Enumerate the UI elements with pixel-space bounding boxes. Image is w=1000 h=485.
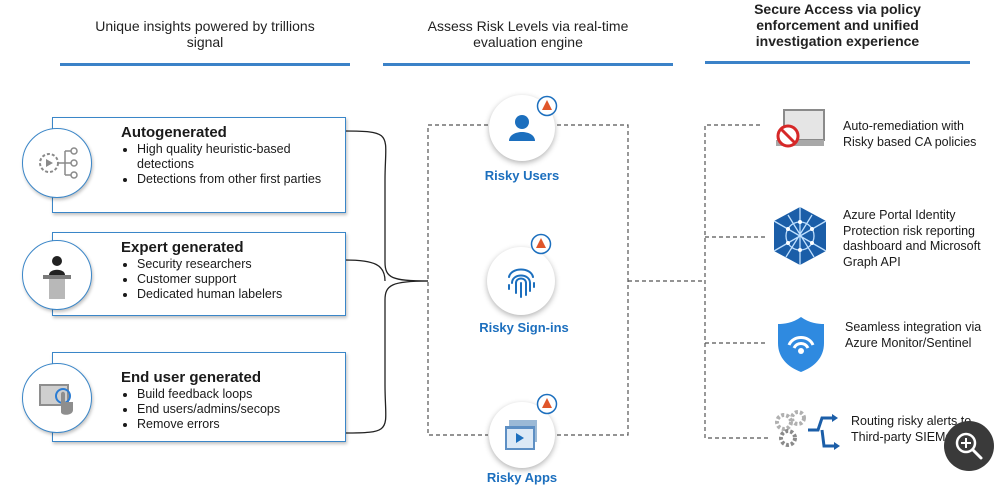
app-window-icon <box>505 420 537 450</box>
title-line: signal <box>186 34 224 50</box>
gears-routing-icon <box>772 408 844 456</box>
column-title-assess: Assess Risk Levels via real-time evaluat… <box>383 18 673 50</box>
bullet-item: Build feedback loops <box>137 387 345 402</box>
outcome-routing-alerts: Routing risky alerts to Third-party SIEM… <box>851 414 971 445</box>
zoom-button[interactable] <box>944 421 994 471</box>
title-line: Secure Access via policy <box>754 1 921 17</box>
bullet-item: End users/admins/secops <box>137 402 345 417</box>
column-rule <box>705 61 970 64</box>
card-title: Autogenerated <box>121 124 227 141</box>
zoom-in-icon <box>955 432 983 460</box>
bullet-item: Remove errors <box>137 417 345 432</box>
outcome-line: Azure Monitor/Sentinel <box>845 335 972 350</box>
warning-icon <box>530 233 552 255</box>
column-rule <box>60 63 350 66</box>
outcome-line: Risky based CA policies <box>843 134 977 149</box>
outcome-line: Auto-remediation with <box>843 119 964 133</box>
card-title: End user generated <box>121 369 262 386</box>
risky-users-label: Risky Users <box>484 168 560 183</box>
shield-signal-icon <box>776 315 826 373</box>
outcome-line: dashboard and Microsoft <box>843 239 981 253</box>
outcome-line: Seamless integration via <box>845 320 982 334</box>
risky-apps-node <box>489 402 555 468</box>
outcome-line: Azure Portal Identity <box>843 208 956 222</box>
bullet-item: Detections from other first parties <box>137 172 345 187</box>
risky-signins-node <box>487 247 555 315</box>
title-line: enforcement and unified <box>756 17 919 33</box>
risky-signins-label: Risky Sign-ins <box>479 320 569 335</box>
warning-icon <box>536 95 558 117</box>
title-line: Unique insights powered by trillions <box>95 18 315 34</box>
bullet-list: Build feedback loops End users/admins/se… <box>123 387 345 432</box>
risky-apps-label: Risky Apps <box>486 470 558 485</box>
source-card-expert: Expert generated Security researchers Cu… <box>52 232 346 316</box>
bullet-list: High quality heuristic-based detections … <box>123 142 345 187</box>
title-line: Assess Risk Levels via real-time <box>427 18 629 34</box>
bullet-list: Security researchers Customer support De… <box>123 257 345 302</box>
warning-icon <box>536 393 558 415</box>
blocked-laptop-icon <box>770 108 828 150</box>
touch-screen-icon <box>22 363 92 433</box>
network-sphere-icon <box>770 205 830 267</box>
source-card-autogenerated: Autogenerated High quality heuristic-bas… <box>52 117 346 213</box>
presenter-icon <box>22 240 92 310</box>
outcome-line: Protection risk reporting <box>843 223 976 238</box>
column-rule <box>383 63 673 66</box>
outcome-portal-reporting: Azure Portal Identity Protection risk re… <box>843 208 981 270</box>
outcome-seamless-integration: Seamless integration via Azure Monitor/S… <box>845 320 981 351</box>
title-line: evaluation engine <box>473 34 583 50</box>
bullet-item: Security researchers <box>137 257 345 272</box>
title-line: investigation experience <box>755 33 920 49</box>
source-card-end-user: End user generated Build feedback loops … <box>52 352 346 442</box>
bullet-item: High quality heuristic-based detections <box>137 142 345 172</box>
process-flow-icon <box>22 128 92 198</box>
user-icon <box>509 115 535 141</box>
outcome-line: Third-party SIEMs <box>851 429 952 444</box>
outcome-line: Routing risky alerts to <box>851 414 972 428</box>
fingerprint-icon <box>508 268 535 298</box>
bullet-item: Customer support <box>137 272 345 287</box>
bullet-item: Dedicated human labelers <box>137 287 345 302</box>
column-title-secure: Secure Access via policy enforcement and… <box>705 1 970 49</box>
outcome-auto-remediation: Auto-remediation with Risky based CA pol… <box>843 119 976 150</box>
card-title: Expert generated <box>121 239 244 256</box>
column-title-insights: Unique insights powered by trillions sig… <box>60 18 350 50</box>
outcome-line: Graph API <box>843 254 901 269</box>
